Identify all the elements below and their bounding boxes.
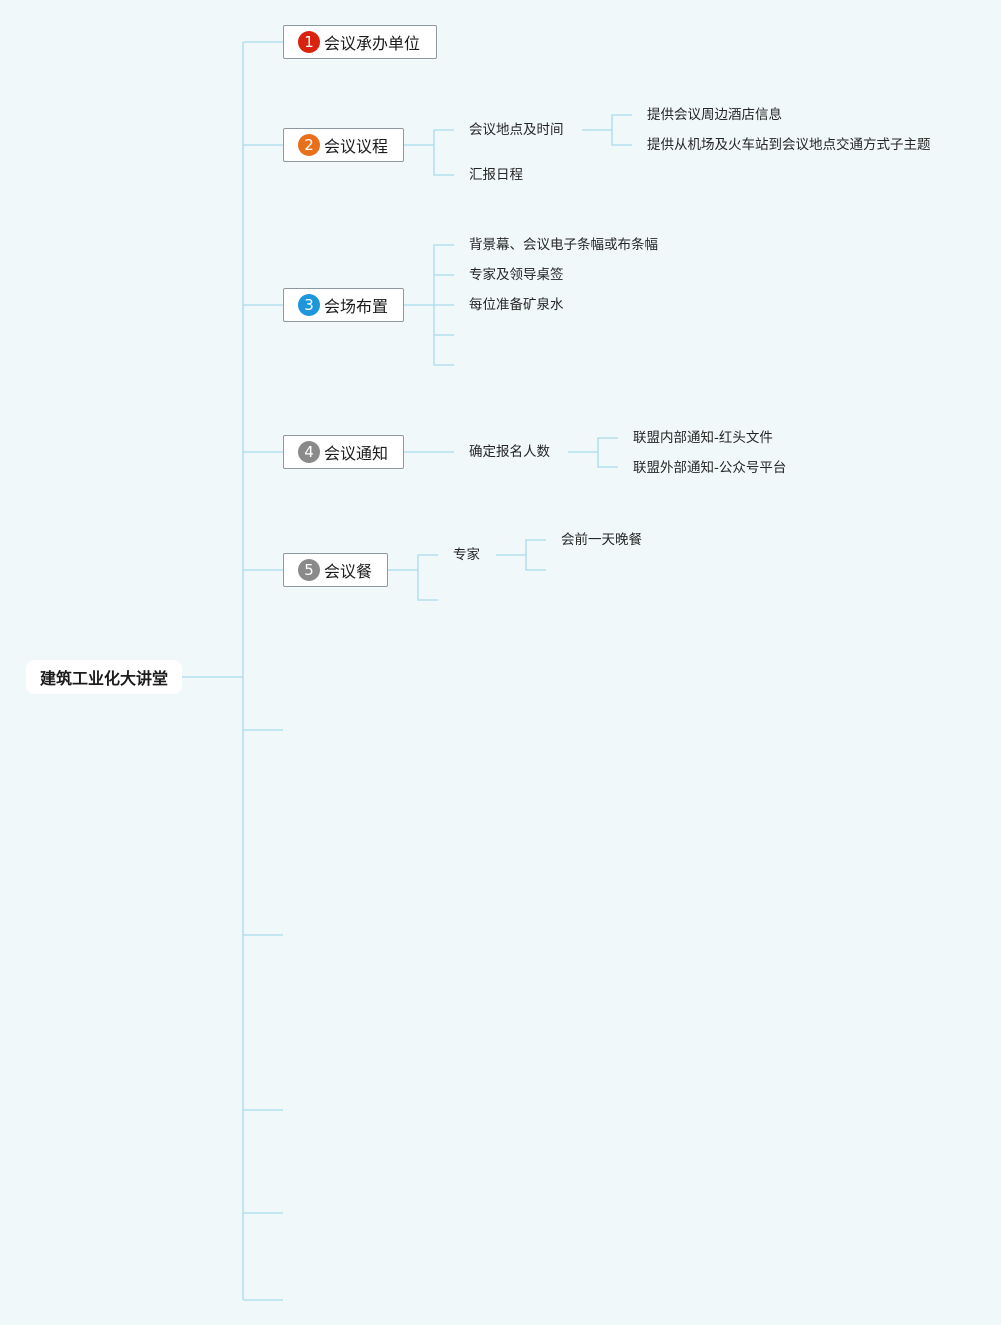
subtopic-internal-notice[interactable]: 联盟内部通知-红头文件: [633, 430, 773, 446]
number-badge-2: 2: [298, 134, 320, 156]
root-topic[interactable]: 建筑工业化大讲堂: [26, 660, 182, 694]
topic-label: 会议承办单位: [324, 34, 421, 53]
connector-topic-5-bracket: [417, 554, 438, 601]
subtopic-experts[interactable]: 专家: [453, 547, 480, 563]
subtopic-dinner-before[interactable]: 会前一天晚餐: [561, 532, 642, 548]
connector-topic-2-bracket: [433, 129, 454, 176]
number-badge-5: 5: [298, 559, 320, 581]
connector-venue-bracket: [611, 114, 632, 146]
subtopic-backdrop-banner[interactable]: 背景幕、会议电子条幅或布条幅: [469, 237, 658, 253]
topic-label: 会议通知: [324, 444, 389, 463]
subtopic-name-cards[interactable]: 专家及领导桌签: [469, 267, 564, 283]
topic-host-organization[interactable]: 1 会议承办单位: [283, 25, 437, 59]
subtopic-venue-and-time[interactable]: 会议地点及时间: [469, 122, 564, 138]
topic-label: 会场布置: [324, 297, 389, 316]
topic-agenda[interactable]: 2 会议议程: [283, 128, 404, 162]
subtopic-report-schedule[interactable]: 汇报日程: [469, 167, 523, 183]
topic-meeting-meals[interactable]: 5 会议餐: [283, 553, 388, 587]
subtopic-mineral-water[interactable]: 每位准备矿泉水: [469, 297, 564, 313]
connector-topic-3-bracket: [433, 244, 454, 366]
number-badge-1: 1: [298, 31, 320, 53]
topic-meeting-notice[interactable]: 4 会议通知: [283, 435, 404, 469]
topic-label: 会议议程: [324, 137, 389, 156]
number-badge-3: 3: [298, 294, 320, 316]
connector-expert-bracket: [525, 539, 546, 571]
number-badge-4: 4: [298, 441, 320, 463]
connector-headcount-bracket: [597, 437, 618, 468]
root-topic-label: 建筑工业化大讲堂: [39, 669, 168, 688]
subtopic-hotel-info[interactable]: 提供会议周边酒店信息: [647, 107, 782, 123]
topic-venue-setup[interactable]: 3 会场布置: [283, 288, 404, 322]
subtopic-external-notice[interactable]: 联盟外部通知-公众号平台: [633, 460, 787, 476]
subtopic-transport-info[interactable]: 提供从机场及火车站到会议地点交通方式子主题: [647, 137, 931, 153]
topic-label: 会议餐: [324, 562, 373, 581]
subtopic-confirm-headcount[interactable]: 确定报名人数: [469, 444, 550, 460]
